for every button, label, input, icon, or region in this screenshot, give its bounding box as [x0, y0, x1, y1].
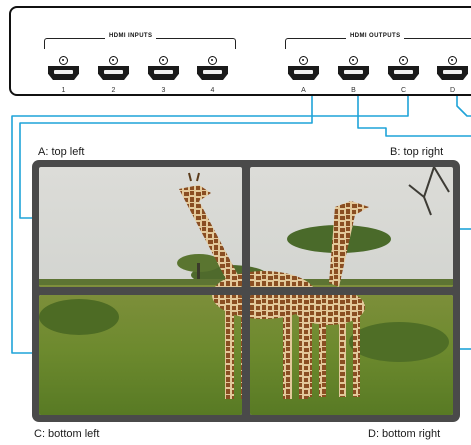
hdmi-input-port-1[interactable] [47, 56, 80, 84]
hdmi-port-icon [197, 66, 228, 80]
outputs-bracket: HDMI OUTPUTS [285, 33, 471, 49]
port-screw-icon [159, 56, 168, 65]
hdmi-port-icon [288, 66, 319, 80]
hdmi-input-port-4[interactable] [196, 56, 229, 84]
inputs-title: HDMI INPUTS [105, 33, 157, 39]
label-top-right: B: top right [390, 146, 444, 158]
hdmi-port-icon [148, 66, 179, 80]
hdmi-port-icon [437, 66, 468, 80]
hdmi-port-icon [388, 66, 419, 80]
screen-bottom-left [39, 295, 242, 415]
hdmi-port-icon [48, 66, 79, 80]
hdmi-matrix-panel: HDMI INPUTS HDMI OUTPUTS 1 2 3 4 [9, 6, 471, 96]
label-bottom-left: C: bottom left [34, 428, 100, 440]
port-screw-icon [59, 56, 68, 65]
hdmi-port-icon [338, 66, 369, 80]
hdmi-output-port-c[interactable] [387, 56, 420, 84]
cable-c [11, 82, 409, 354]
port-screw-icon [109, 56, 118, 65]
output-label-d: D [449, 87, 456, 94]
port-screw-icon [399, 56, 408, 65]
hdmi-port-icon [98, 66, 129, 80]
hdmi-output-port-a[interactable] [287, 56, 320, 84]
hdmi-output-port-b[interactable] [337, 56, 370, 84]
port-screw-icon [208, 56, 217, 65]
output-label-c: C [400, 87, 407, 94]
hdmi-input-port-3[interactable] [147, 56, 180, 84]
screen-top-right [250, 167, 453, 287]
hdmi-output-port-d[interactable] [436, 56, 469, 84]
output-label-a: A [301, 87, 306, 94]
input-label-2: 2 [111, 87, 116, 94]
port-screw-icon [299, 56, 308, 65]
input-label-4: 4 [210, 87, 215, 94]
video-wall [32, 160, 460, 422]
screen-bottom-right [250, 295, 453, 415]
port-screw-icon [448, 56, 457, 65]
label-top-left: A: top left [38, 146, 85, 158]
inputs-bracket: HDMI INPUTS [44, 33, 236, 49]
cable-b [357, 82, 471, 137]
hdmi-input-port-2[interactable] [97, 56, 130, 84]
input-label-1: 1 [61, 87, 66, 94]
port-screw-icon [349, 56, 358, 65]
output-label-b: B [351, 87, 356, 94]
outputs-title: HDMI OUTPUTS [346, 33, 405, 39]
label-bottom-right: D: bottom right [368, 428, 441, 440]
cable-a [19, 82, 313, 219]
input-label-3: 3 [161, 87, 166, 94]
screen-top-left [39, 167, 242, 287]
